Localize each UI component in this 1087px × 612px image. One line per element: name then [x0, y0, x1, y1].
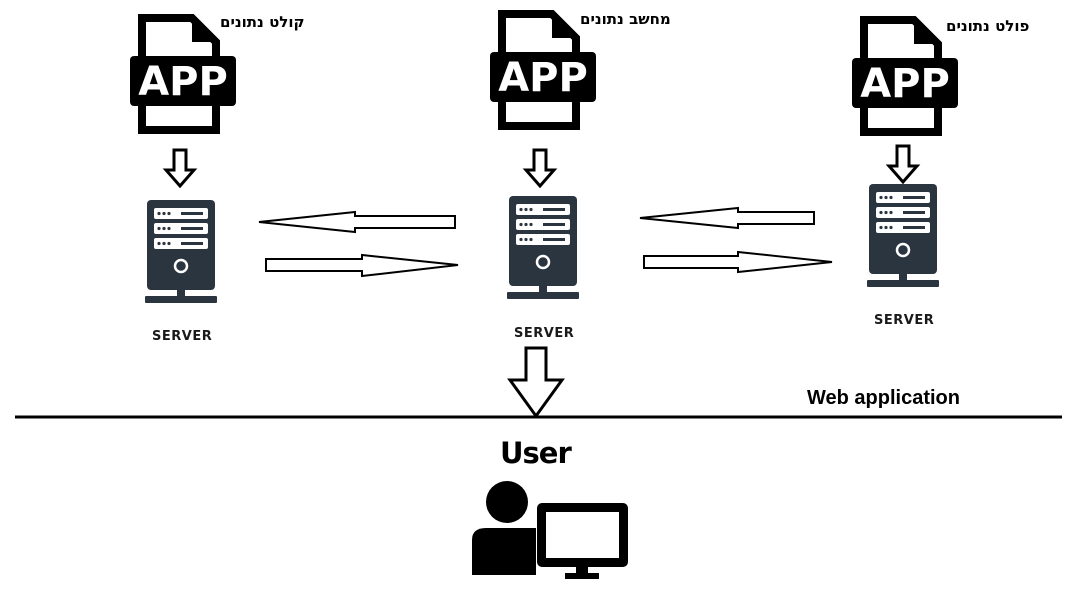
user-label: User [500, 436, 572, 470]
server-icon [143, 198, 219, 305]
server-icon [505, 194, 581, 301]
web-application-label: Web application [807, 387, 960, 409]
app-label: מחשב נתונים [580, 10, 671, 28]
server-label: SERVER [514, 326, 575, 341]
left-arrow-icon [258, 210, 456, 234]
app-label: פולט נתונים [946, 17, 1030, 35]
right-arrow-icon [643, 250, 833, 274]
app-icon-text: APP [138, 59, 228, 105]
right-arrow-icon [265, 253, 459, 278]
down-arrow-icon [887, 144, 919, 184]
app-icon-text: APP [498, 55, 588, 101]
server-label: SERVER [152, 329, 213, 344]
user-computer-icon [472, 481, 628, 579]
server-icon [865, 182, 941, 289]
app-label: קולט נתונים [220, 13, 305, 31]
app-icon-text: APP [860, 61, 950, 107]
down-arrow-icon [164, 148, 196, 188]
server-label: SERVER [874, 313, 935, 328]
down-arrow-icon [507, 346, 565, 419]
down-arrow-icon [524, 148, 556, 188]
left-arrow-icon [639, 206, 815, 230]
